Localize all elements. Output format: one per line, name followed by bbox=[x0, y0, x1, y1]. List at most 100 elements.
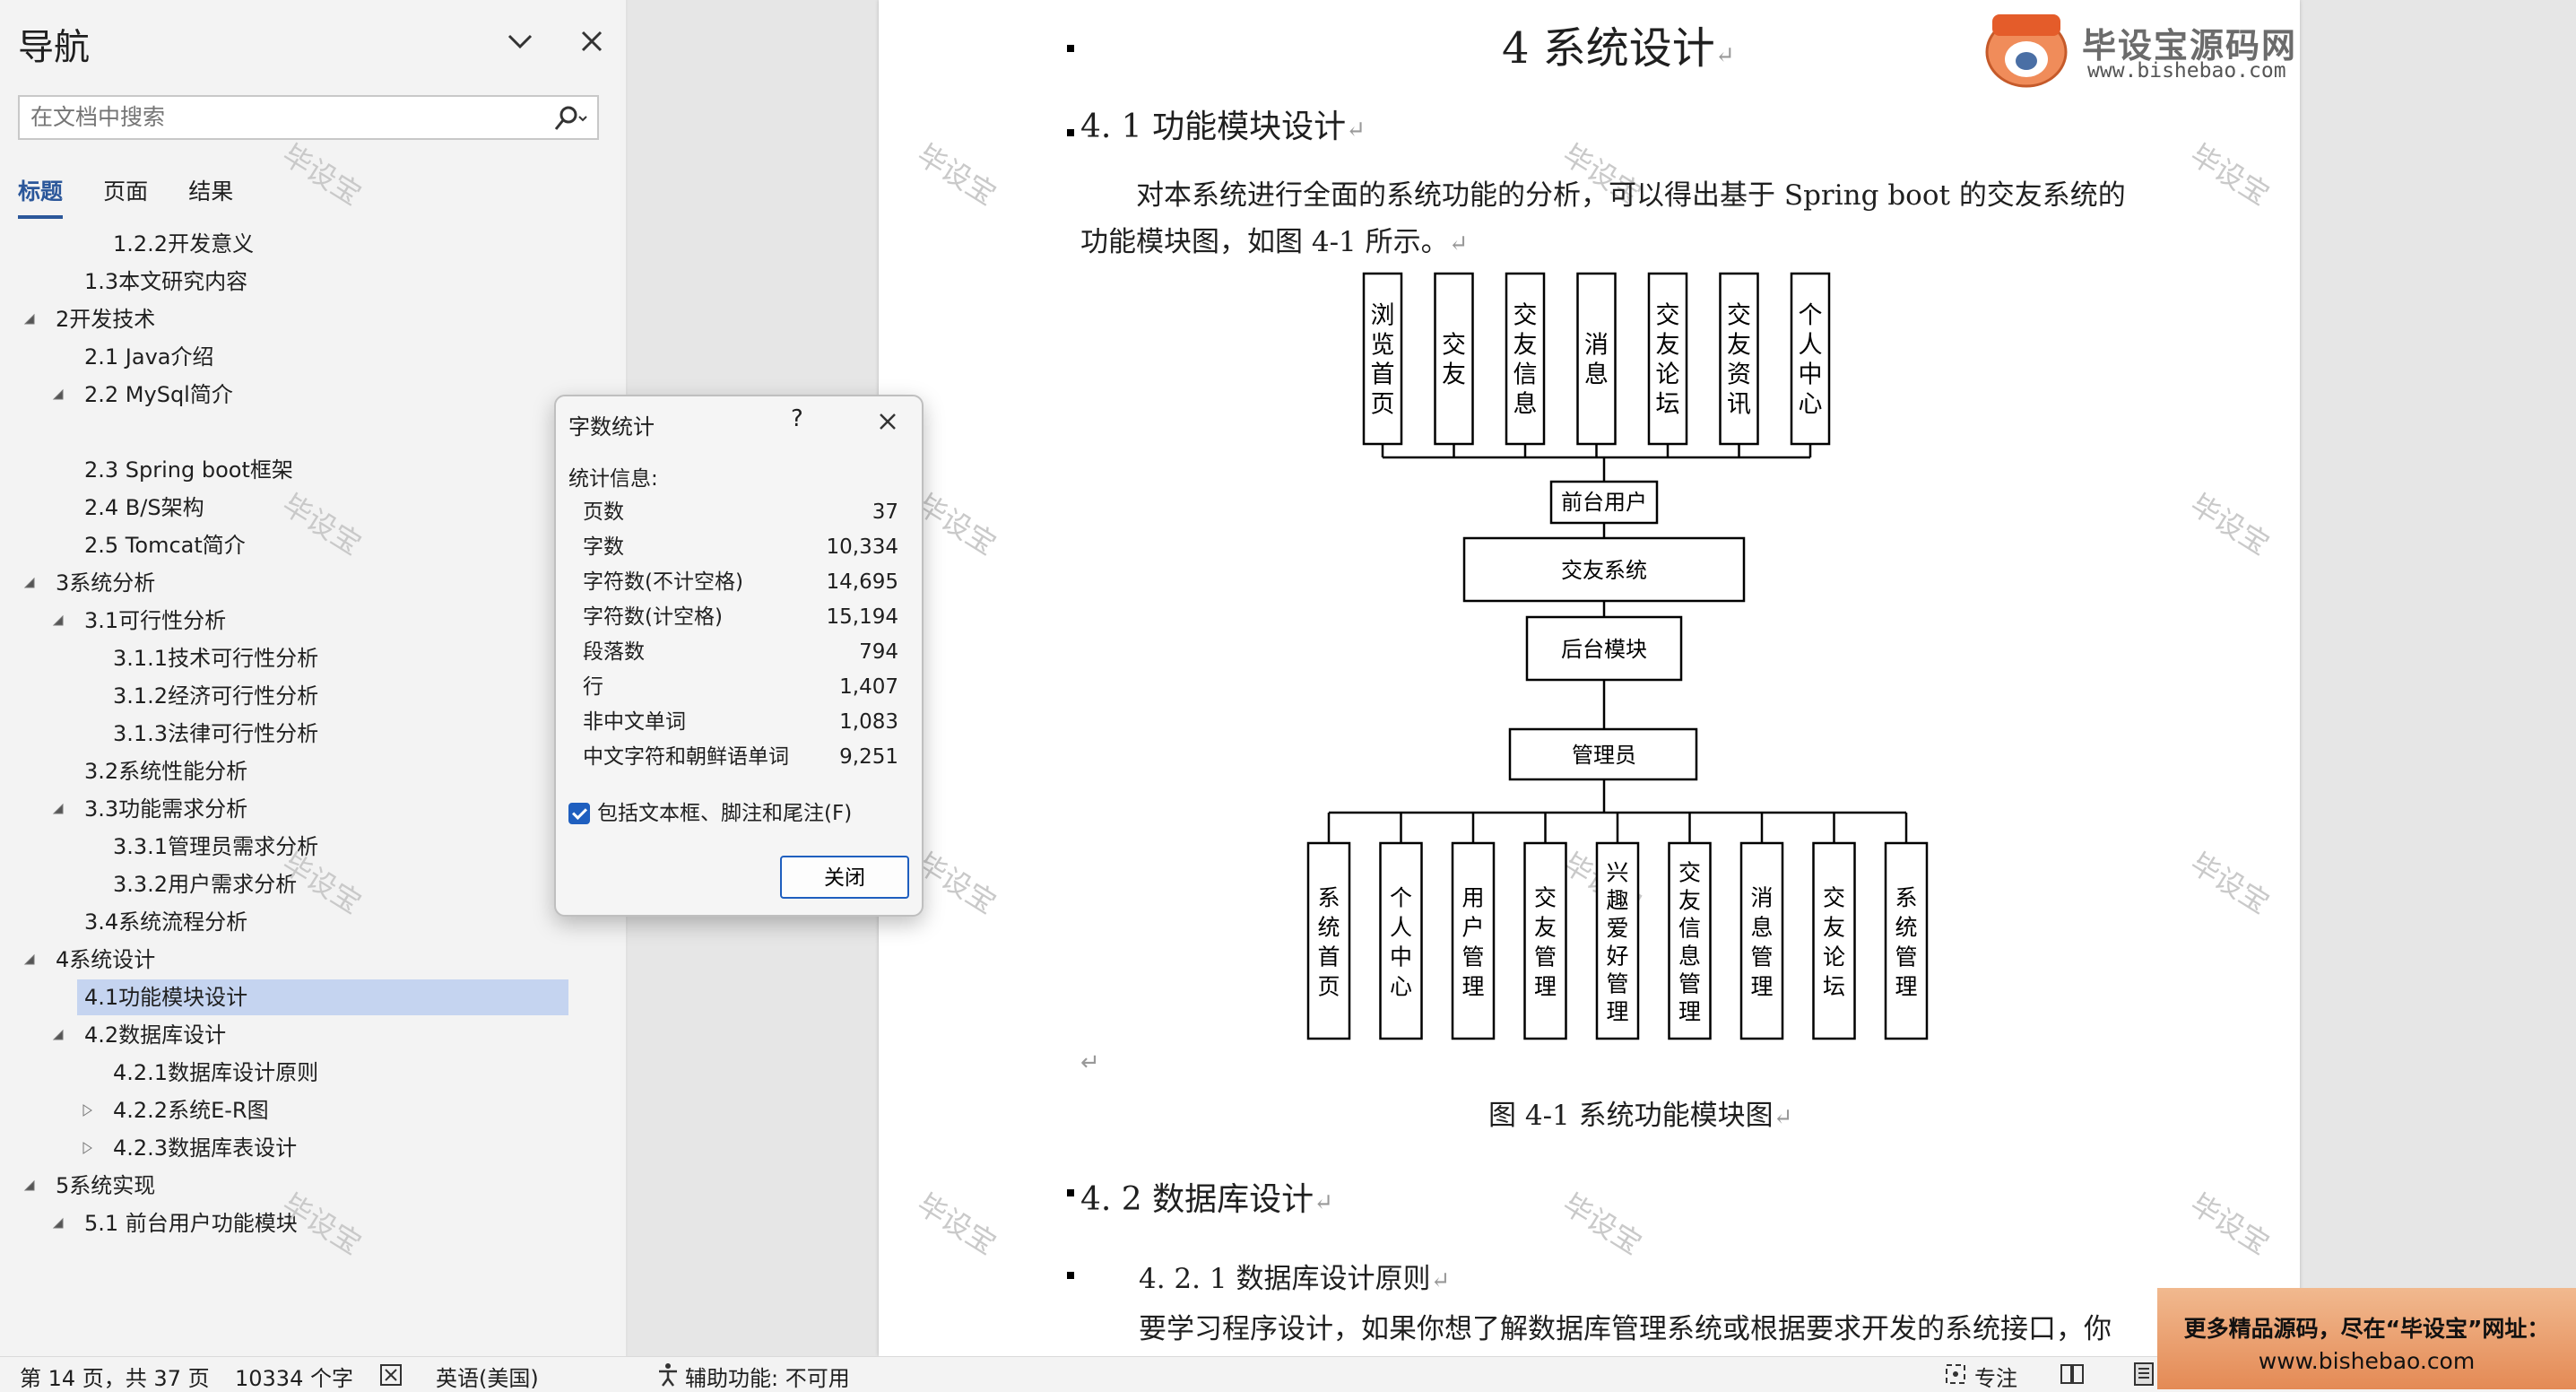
search-icon[interactable] bbox=[547, 104, 590, 133]
ad-banner[interactable]: 更多精品源码，尽在“毕设宝”网址： www.bishebao.com bbox=[2157, 1288, 2576, 1389]
function-module-diagram: 浏览首页交友交友信息消息交友论坛交友资讯个人中心前台用户交友系统后台模块管理员系… bbox=[1306, 272, 1929, 1040]
include-notes-checkbox[interactable]: 包括文本框、脚注和尾注(F) bbox=[568, 800, 852, 827]
module-box-bottom bbox=[1523, 841, 1567, 1040]
nav-heading-item[interactable] bbox=[106, 414, 113, 450]
search-box[interactable] bbox=[18, 95, 599, 140]
nav-heading-item[interactable]: 4.1功能模块设计 bbox=[77, 979, 568, 1015]
nav-heading-label: 2.2 MySql简介 bbox=[84, 382, 233, 407]
stats-section-label: 统计信息: bbox=[568, 467, 658, 491]
nav-heading-item[interactable]: 3.1.3法律可行性分析 bbox=[106, 716, 318, 752]
focus-icon[interactable] bbox=[1942, 1361, 1969, 1388]
nav-heading-item[interactable]: 3.1可行性分析 bbox=[52, 603, 226, 639]
nav-heading-item[interactable]: 1.2.2开发意义 bbox=[106, 226, 254, 262]
expanded-triangle-icon[interactable] bbox=[22, 1178, 38, 1194]
expanded-triangle-icon[interactable] bbox=[50, 801, 66, 817]
expanded-triangle-icon[interactable] bbox=[50, 613, 66, 629]
nav-heading-item[interactable]: 4系统设计 bbox=[23, 942, 155, 978]
dialog-close-icon[interactable] bbox=[873, 407, 902, 436]
expanded-triangle-icon[interactable] bbox=[50, 1027, 66, 1043]
stat-label: 行 bbox=[583, 675, 603, 699]
heading-3: 4. 2. 1 数据库设计原则↵ bbox=[1139, 1263, 1451, 1295]
nav-heading-item[interactable]: 2.3 Spring boot框架 bbox=[77, 452, 293, 488]
module-label-bottom: 管 bbox=[1606, 971, 1628, 997]
language-indicator[interactable]: 英语(美国) bbox=[436, 1366, 539, 1391]
nav-heading-item[interactable]: 2.5 Tomcat简介 bbox=[77, 527, 246, 563]
close-button[interactable]: 关闭 bbox=[780, 856, 909, 899]
stat-value: 14,695 bbox=[826, 570, 898, 594]
nav-heading-item[interactable]: 4.2.1数据库设计原则 bbox=[106, 1055, 318, 1091]
nav-heading-item[interactable]: 3.1.1技术可行性分析 bbox=[106, 640, 318, 676]
word-count[interactable]: 10334 个字 bbox=[235, 1366, 353, 1391]
nav-heading-item[interactable]: 4.2数据库设计 bbox=[52, 1017, 227, 1053]
para-mark bbox=[1067, 1272, 1074, 1279]
tab-pages[interactable]: 页面 bbox=[103, 178, 149, 204]
print-layout-icon[interactable] bbox=[2130, 1361, 2157, 1388]
page-count[interactable]: 第 14 页，共 37 页 bbox=[20, 1366, 210, 1391]
nav-heading-item[interactable]: 3.3.1管理员需求分析 bbox=[106, 829, 318, 865]
module-label-bottom: 首 bbox=[1317, 944, 1340, 970]
module-label-bottom: 理 bbox=[1606, 999, 1628, 1025]
checkbox-checked-icon[interactable] bbox=[568, 803, 590, 824]
close-icon[interactable] bbox=[574, 23, 610, 59]
para-mark bbox=[1067, 1189, 1074, 1196]
heading-2: 4. 1 功能模块设计↵ bbox=[1080, 109, 1366, 145]
focus-mode-button[interactable]: 专注 bbox=[1974, 1366, 2017, 1391]
proofing-icon[interactable] bbox=[378, 1362, 405, 1388]
expanded-triangle-icon[interactable] bbox=[22, 952, 38, 968]
collapsed-triangle-icon[interactable] bbox=[79, 1140, 95, 1156]
nav-heading-item[interactable]: 3.4系统流程分析 bbox=[77, 904, 247, 940]
watermark-text: 毕设宝 bbox=[911, 137, 1002, 213]
nav-heading-item[interactable]: 2.2 MySql简介 bbox=[52, 377, 233, 413]
nav-heading-item[interactable]: 3.3功能需求分析 bbox=[52, 791, 247, 827]
search-input[interactable] bbox=[29, 97, 531, 136]
stat-value: 1,407 bbox=[839, 675, 898, 699]
nav-heading-item[interactable]: 2.1 Java介绍 bbox=[77, 339, 214, 375]
accessibility-status[interactable]: 辅助功能: 不可用 bbox=[685, 1366, 850, 1391]
nav-heading-item[interactable]: 2开发技术 bbox=[23, 301, 155, 337]
nav-heading-item[interactable]: 3系统分析 bbox=[23, 565, 156, 601]
module-label-bottom: 理 bbox=[1750, 974, 1773, 1000]
module-label-bottom: 理 bbox=[1534, 974, 1557, 1000]
module-label-bottom: 交 bbox=[1534, 885, 1557, 911]
nav-heading-item[interactable]: 2.4 B/S架构 bbox=[77, 490, 204, 526]
nav-heading-label: 2.4 B/S架构 bbox=[84, 495, 204, 520]
nav-heading-item[interactable]: 1.3本文研究内容 bbox=[77, 264, 247, 300]
nav-heading-item[interactable]: 4.2.3数据库表设计 bbox=[82, 1130, 298, 1166]
logo-url-text: www.bishebao.com bbox=[2087, 59, 2286, 83]
tab-results[interactable]: 结果 bbox=[188, 178, 234, 204]
nav-heading-label: 4.2.3数据库表设计 bbox=[113, 1135, 298, 1161]
nav-heading-label: 4.2数据库设计 bbox=[84, 1022, 227, 1048]
accessibility-icon[interactable] bbox=[655, 1361, 681, 1388]
nav-heading-item[interactable]: 3.3.2用户需求分析 bbox=[106, 866, 297, 902]
module-label-bottom: 中 bbox=[1390, 944, 1412, 970]
pilcrow: ↵ bbox=[1080, 1049, 1100, 1076]
module-label-top: 心 bbox=[1799, 391, 1823, 419]
module-label-top: 信 bbox=[1514, 361, 1538, 389]
module-label-bottom: 管 bbox=[1750, 944, 1773, 970]
tab-headings[interactable]: 标题 bbox=[18, 174, 64, 219]
expanded-triangle-icon[interactable] bbox=[22, 575, 38, 591]
stat-value: 10,334 bbox=[826, 535, 898, 559]
nav-heading-item[interactable]: 5系统实现 bbox=[23, 1168, 155, 1204]
read-mode-icon[interactable] bbox=[2059, 1361, 2086, 1388]
help-button[interactable]: ? bbox=[791, 405, 803, 432]
nav-heading-item[interactable]: 4.2.2系统E-R图 bbox=[82, 1092, 269, 1128]
heading-2-database: 4. 2 数据库设计↵ bbox=[1080, 1181, 1333, 1218]
module-label-top: 讯 bbox=[1727, 391, 1751, 419]
expanded-triangle-icon[interactable] bbox=[50, 387, 66, 403]
nav-heading-item[interactable]: 3.2系统性能分析 bbox=[77, 753, 247, 789]
chevron-down-icon[interactable] bbox=[502, 23, 538, 59]
nav-heading-item[interactable]: 3.1.2经济可行性分析 bbox=[106, 678, 318, 714]
module-label-bottom: 人 bbox=[1390, 915, 1412, 941]
nav-heading-label: 3系统分析 bbox=[56, 570, 156, 596]
expanded-triangle-icon[interactable] bbox=[22, 311, 38, 327]
nav-heading-item[interactable]: 5.1 前台用户功能模块 bbox=[52, 1205, 298, 1241]
module-label-bottom: 统 bbox=[1317, 915, 1340, 941]
collapsed-triangle-icon[interactable] bbox=[79, 1102, 95, 1118]
module-label-top: 友 bbox=[1656, 332, 1680, 360]
module-box-top bbox=[1505, 272, 1546, 446]
expanded-triangle-icon[interactable] bbox=[50, 1215, 66, 1231]
module-box-top bbox=[1434, 272, 1474, 446]
